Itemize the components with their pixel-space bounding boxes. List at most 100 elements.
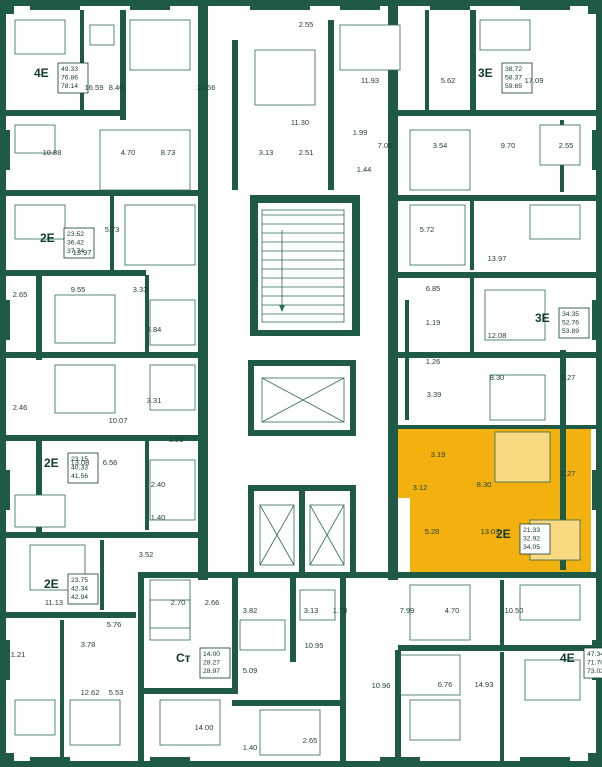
room-area-label: 13.97 — [488, 254, 507, 263]
apartment-area-value: 53.89 — [562, 328, 579, 335]
room-area-label: 10.95 — [305, 641, 324, 650]
room-area-label: 11.93 — [361, 76, 379, 85]
room-area-label: 3.19 — [431, 450, 446, 459]
apartment-area-value: 52.76 — [562, 320, 579, 327]
room-area-label: 5.53 — [109, 688, 124, 697]
room-area-label: 11.13 — [45, 598, 63, 607]
apartment-area-value: 14.00 — [203, 651, 220, 658]
apartment-area-value: 41.56 — [71, 473, 88, 480]
room-area-label: 3.54 — [433, 141, 448, 150]
room-area-label: 10.56 — [197, 83, 216, 92]
room-area-label: 3.52 — [139, 550, 154, 559]
room-area-label: 10.96 — [372, 681, 391, 690]
room-area-label: 5.76 — [107, 620, 122, 629]
room-area-label: 6.76 — [438, 680, 453, 689]
room-area-label: 1.40 — [243, 743, 258, 752]
room-area-label: 3.13 — [259, 148, 274, 157]
room-area-label: 3.51 — [169, 435, 184, 444]
room-area-label: 2.27 — [561, 373, 576, 382]
apartment-area-value: 38.72 — [505, 66, 522, 73]
room-area-label: 7.99 — [400, 606, 415, 615]
room-area-label: 5.28 — [425, 527, 440, 536]
apartment-area-value: 32.92 — [523, 536, 540, 543]
room-area-label: 2.66 — [205, 598, 220, 607]
room-area-label: 5.09 — [243, 666, 258, 675]
apartment-area-value: 37.74 — [67, 248, 84, 255]
room-area-label: 1.26 — [426, 357, 441, 366]
apartment-area-value: 21.33 — [523, 527, 540, 534]
room-area-label: 16.59 — [85, 83, 104, 92]
furniture — [14, 19, 581, 756]
room-area-label: 3.78 — [81, 640, 96, 649]
apartment-area-value: 34.35 — [562, 311, 579, 318]
apartment-area-value: 23.15 — [71, 456, 88, 463]
apartment-type: 4E — [560, 651, 575, 665]
room-area-label: 2.55 — [559, 141, 574, 150]
room-area-label: 13.03 — [481, 527, 500, 536]
room-area-label: 4.70 — [121, 148, 136, 157]
room-area-label: 10.07 — [109, 416, 128, 425]
room-area-label: 3.13 — [304, 606, 319, 615]
room-area-label: 2.65 — [303, 736, 318, 745]
room-area-label: 13.97 — [73, 248, 92, 257]
stairwell — [261, 209, 345, 323]
room-area-label: 7.06 — [378, 141, 393, 150]
apartment-area-value: 23.75 — [71, 577, 88, 584]
room-area-label: 10.88 — [43, 148, 62, 157]
room-area-label: 2.27 — [561, 469, 576, 478]
room-area-label: 3.31 — [147, 396, 162, 405]
apartment-area-value: 59.65 — [505, 83, 522, 90]
apartment-type: 4E — [34, 66, 49, 80]
apartment-type: 2E — [496, 527, 511, 541]
room-area-label: 1.78 — [333, 606, 348, 615]
room-area-label: 1.44 — [357, 165, 372, 174]
apartment-area-value: 36.42 — [67, 240, 84, 247]
apartment-area-value: 49.33 — [61, 66, 78, 73]
room-area-label: 2.55 — [299, 20, 314, 29]
apartment-area-value: 73.02 — [587, 668, 602, 675]
room-area-label: 6.85 — [426, 284, 441, 293]
apartment-area-value: 40.33 — [71, 465, 88, 472]
apartment-area-value: 28.97 — [203, 668, 220, 675]
room-area-label: 1.19 — [426, 318, 441, 327]
room-area-label: 2.65 — [13, 290, 28, 299]
apartment-type: 2E — [44, 577, 59, 591]
room-area-label: 14.93 — [475, 680, 494, 689]
elevator-shafts — [259, 377, 345, 566]
room-area-label: 2.40 — [151, 480, 166, 489]
room-area-label: 8.46 — [109, 83, 124, 92]
apartment-type: 3E — [478, 66, 493, 80]
room-area-label: 2.70 — [171, 598, 186, 607]
room-area-label: 12.62 — [81, 688, 100, 697]
room-area-label: 9.55 — [71, 285, 86, 294]
room-area-label: 1.40 — [151, 513, 166, 522]
room-area-label: 4.70 — [445, 606, 460, 615]
room-area-label: 2.51 — [299, 148, 314, 157]
apartment-area-value: 78.14 — [61, 83, 78, 90]
room-area-label: 3.84 — [147, 325, 162, 334]
apartment-area-value: 47.34 — [587, 651, 602, 658]
apartment-area-value: 23.52 — [67, 231, 84, 238]
room-area-label: 5.72 — [420, 225, 435, 234]
room-area-label: 17.09 — [525, 76, 544, 85]
apartment-type: 3E — [535, 311, 550, 325]
room-area-label: 10.50 — [505, 606, 524, 615]
apartment-area-value: 76.86 — [61, 75, 78, 82]
room-area-label: 1.99 — [353, 128, 368, 137]
apartment-area-value: 28.27 — [203, 660, 220, 667]
room-area-label: 8.73 — [161, 148, 176, 157]
room-area-label: 5.62 — [441, 76, 456, 85]
